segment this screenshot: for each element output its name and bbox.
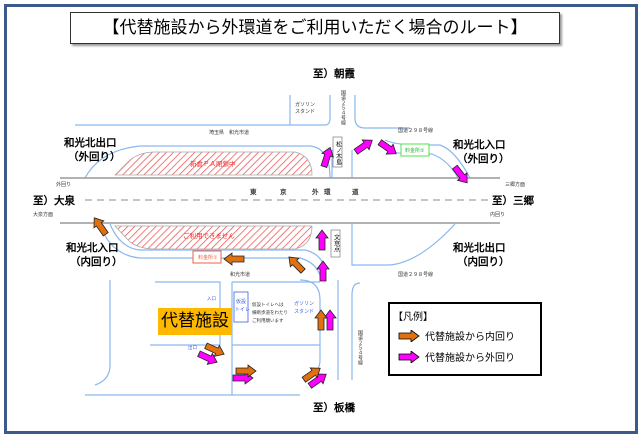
legend-outer-label: 代替施設から外回り <box>425 353 515 364</box>
ramp-se-dir: （内回り） <box>457 255 510 268</box>
entrance-label: 入口 <box>207 296 216 302</box>
legend: 【凡例】 代替施設から内回り 代替施設から外回り <box>388 302 542 376</box>
toilet-note: ご利用願います <box>252 317 284 324</box>
inner-route-arrow-icon <box>301 367 321 383</box>
outer-route-arrow-icon <box>315 229 329 251</box>
bunkyo-label: 文京点 <box>333 233 340 253</box>
tollgate-1: 料金所① <box>198 254 218 261</box>
inner-route-arrow-icon <box>93 217 109 237</box>
route-arrows <box>93 139 468 389</box>
ramp-sw: 和光北入口 <box>65 241 119 254</box>
ramp-nw-dir: （外回り） <box>68 150 121 163</box>
gas-station-label: スタンド <box>295 108 315 115</box>
misato-direction: 三郷方面 <box>505 181 525 188</box>
alternative-facility: 代替施設 <box>158 308 232 335</box>
expressway-char: 道 <box>352 187 359 196</box>
closed-pa-lower <box>114 225 313 250</box>
road-label: 国道２９８号線 <box>398 127 433 134</box>
ramp-nw: 和光北出口 <box>63 136 117 149</box>
route254-label: 国道２５４号線 <box>340 90 346 125</box>
tollgate-2-box <box>400 143 430 157</box>
inner-route-arrow-icon <box>235 364 257 378</box>
road-label: 埼玉県 和光市道 <box>209 129 249 136</box>
direction-west: 至）大泉 <box>33 194 75 207</box>
tollgate-2: 料金所② <box>405 147 425 154</box>
outer-route-arrow-icon <box>197 350 218 365</box>
outer-route-arrow-icon <box>353 139 373 155</box>
direction-east: 至）三郷 <box>492 194 534 207</box>
route254-label: 国道２５４号線 <box>357 330 363 365</box>
temp-toilet-label: トイレ <box>235 307 250 313</box>
temp-toilet-box <box>233 291 249 323</box>
inner-route-arrow-icon <box>314 309 328 331</box>
outer-route-arrow-icon <box>323 309 337 331</box>
unavailable-label: ご利用できません <box>183 231 235 240</box>
outer-route-arrow-icon <box>451 164 468 184</box>
inner-route-arrow-icon <box>223 252 245 266</box>
inner-loop-label: 内回り <box>490 211 505 218</box>
legend-item-outer: 代替施設から外回り <box>398 349 515 364</box>
outer-loop-label: 外回り <box>56 181 71 188</box>
oizumi-direction: 大泉方面 <box>33 211 53 218</box>
toilet-note: 仮設トイレへは <box>252 301 284 308</box>
expressway-char: 京 <box>280 187 287 196</box>
bunkyo-box <box>330 229 341 258</box>
road-label: 国道２９８号線 <box>398 271 433 278</box>
orange-arrow-icon <box>398 329 420 342</box>
expressway-char: 外 <box>312 187 319 196</box>
tollgate-1-box <box>192 250 222 264</box>
matsunoki-label: 松ノ木島 <box>335 140 342 166</box>
inner-route-arrow-icon <box>204 342 225 357</box>
ramp-ne-dir: （外回り） <box>457 152 510 165</box>
gas-station-label: ガソリン <box>294 300 314 307</box>
pa-closed-label: 新倉ＰＡ閉鎖中 <box>190 159 236 168</box>
page-title: 【代替施設から外環道をご利用いただく場合のルート】 <box>70 12 560 44</box>
expressway-char: 東 <box>250 187 257 196</box>
matsunoki-box <box>332 136 343 168</box>
inner-route-arrow-icon <box>288 256 306 274</box>
ramp-sw-dir: （内回り） <box>70 255 123 268</box>
magenta-arrow-icon <box>398 350 420 363</box>
road-label: 和光市道 <box>230 271 250 278</box>
gas-station-label: スタンド <box>294 308 314 315</box>
legend-title: 【凡例】 <box>393 312 433 323</box>
legend-item-inner: 代替施設から内回り <box>398 328 515 343</box>
outer-route-arrow-icon <box>377 139 397 155</box>
closed-pa-upper <box>114 151 313 176</box>
expressway-char: 環 <box>324 187 331 196</box>
ramp-se: 和光北出口 <box>452 241 506 254</box>
exit-label: 出口 <box>188 344 197 351</box>
legend-inner-label: 代替施設から内回り <box>425 332 515 343</box>
direction-south: 至）板橋 <box>313 401 355 414</box>
ramp-ne: 和光北入口 <box>452 138 506 151</box>
direction-north: 至）朝霞 <box>313 67 355 80</box>
temp-toilet-label: 仮設 <box>236 298 246 305</box>
toilet-note: 横断歩道をわたり <box>252 309 288 316</box>
gas-station-label: ガソリン <box>295 101 315 108</box>
outer-route-arrow-icon <box>316 260 330 282</box>
outer-route-arrow-icon <box>320 146 334 168</box>
